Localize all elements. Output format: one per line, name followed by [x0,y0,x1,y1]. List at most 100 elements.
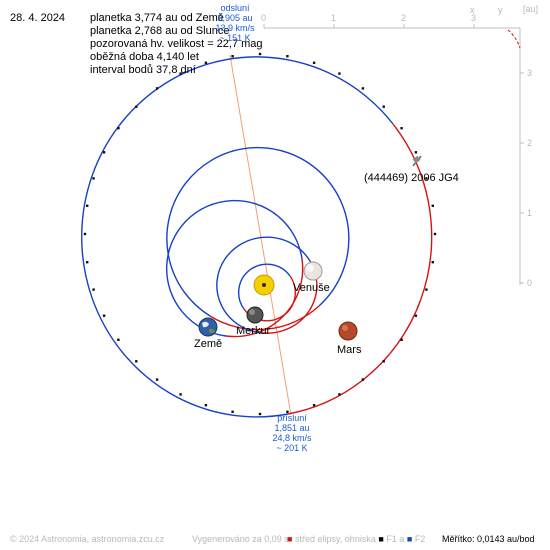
aphelion-title: odsluní [220,3,250,13]
orbit-position-dot [338,72,341,75]
orbit-position-dot [83,232,87,236]
venus-icon [303,261,323,281]
info-line-magnitude: pozorovaná hv. velikost = 22,7 mag [90,38,263,50]
info-line-earth-distance: planetka 3,774 au od Země [90,12,224,24]
asteroid-icon [412,155,422,167]
orbit-position-dot [117,338,120,341]
apsides-line [229,54,292,416]
legend-f2: F2 [414,534,426,544]
orbit-position-dot [102,151,106,154]
perihelion-speed: 24,8 km/s [272,433,312,443]
aphelion-distance: 3,905 au [217,13,253,23]
orbit-position-dot [135,360,138,363]
asteroid-orbit-south [287,123,433,415]
axes [263,24,524,285]
legend-a: a [399,534,405,544]
copyright: © 2024 Astronomia, astronomia.zcu.cz [10,534,165,544]
x-tick-label: 3 [471,13,477,23]
y-tick-label: 2 [527,138,533,148]
orbit-position-dot [231,55,234,58]
mars-label: Mars [337,344,362,356]
perihelion-temperature: ~ 201 K [276,443,308,453]
orbit-position-dot [425,177,428,180]
orbit-position-dot [382,360,385,363]
orbit-position-dot [414,314,418,317]
earth-icon [198,317,218,337]
y-tick-label: 3 [527,68,533,78]
scale-label: Měřítko: 0,0143 au/bod [442,534,535,544]
orbit-position-dot [92,177,95,180]
mercury-orbit-north [238,263,291,310]
perihelion-title: přísluní [277,413,307,423]
mars-icon [338,321,358,341]
legend-f1: F1 [386,534,397,544]
orbit-position-dot [312,61,316,64]
orbit-position-dot [231,410,234,413]
asteroid-position-dots [83,52,437,416]
orbit-position-dot [425,288,428,291]
orbit-position-dot [361,87,365,90]
orbit-position-dot [382,105,385,108]
f2-dot-icon: ■ [406,534,413,544]
orbit-position-dot [204,61,208,64]
orbit-position-dot [155,87,159,90]
orbit-position-dot [92,288,95,291]
asteroid-orbit-edge [507,29,521,49]
orbit-position-dot [286,55,289,58]
info-line-interval: interval bodů 37,8 dní [90,64,196,76]
aphelion-speed: 13,9 km/s [215,23,255,33]
mars-orbit-north [166,146,350,317]
orbit-position-dot [338,393,341,396]
orbit-position-dot [258,412,262,416]
perihelion-label: přísluní 1,851 au 24,8 km/s ~ 201 K [252,413,332,453]
axis-unit: [au] [523,4,539,14]
y-axis-label: y [498,5,503,15]
generation-time: Vygenerováno za 0,09 s [192,534,289,544]
earth-label: Země [194,338,223,350]
orbit-position-dot [431,261,434,264]
orbit-position-dot [179,393,182,396]
orbit-position-dot [361,378,365,381]
asteroid-label: (444469) 2006 JG4 [364,172,459,184]
orbit-position-dot [400,338,403,341]
legend-center-label: střed elipsy, ohniska [294,534,376,544]
orbit-position-dot [204,404,208,407]
info-line-period: oběžná doba 4,140 let [90,51,199,63]
center-dot-icon: ■ [287,534,293,544]
y-tick-label: 0 [527,278,533,288]
orbit-position-dot [135,105,138,108]
info-line-sun-distance: planetka 2,768 au od Slunce [90,25,230,37]
mercury-label: Merkur [236,325,271,337]
sun-icon [253,274,275,296]
info-block: planetka 3,774 au od Země planetka 2,768… [90,12,263,77]
x-tick-label: 2 [401,13,407,23]
x-axis-label: x [470,5,475,15]
aphelion-label: odsluní 3,905 au 13,9 km/s ~ 151 K [200,3,270,43]
y-tick-label: 1 [527,208,533,218]
x-tick-label: 1 [331,13,337,23]
venus-label: Venuše [293,282,330,294]
orbit-position-dot [117,127,120,130]
orbit-position-dot [431,204,434,207]
legend-ellipse: ■ střed elipsy, ohniska ■ F1 a ■ F2 [287,534,425,544]
orbit-position-dot [155,378,159,381]
orbit-position-dot [258,52,262,56]
earth-orbit-north [166,199,303,337]
mercury-icon [246,306,264,324]
orbit-position-dot [102,314,106,317]
orbit-position-dot [414,151,418,154]
aphelion-temperature: ~ 151 K [219,33,251,43]
orbit-position-dot [179,72,182,75]
x-tick-label: 0 [261,13,267,23]
orbit-position-dot [433,232,437,236]
orbit-position-dot [86,204,89,207]
date-label: 28. 4. 2024 [10,12,66,24]
orbit-position-dot [312,404,316,407]
perihelion-distance: 1,851 au [274,423,310,433]
orbit-position-dot [286,410,289,413]
asteroid-orbit-north [81,56,394,418]
orbit-position-dot [86,261,89,264]
venus-orbit-north [216,236,311,334]
